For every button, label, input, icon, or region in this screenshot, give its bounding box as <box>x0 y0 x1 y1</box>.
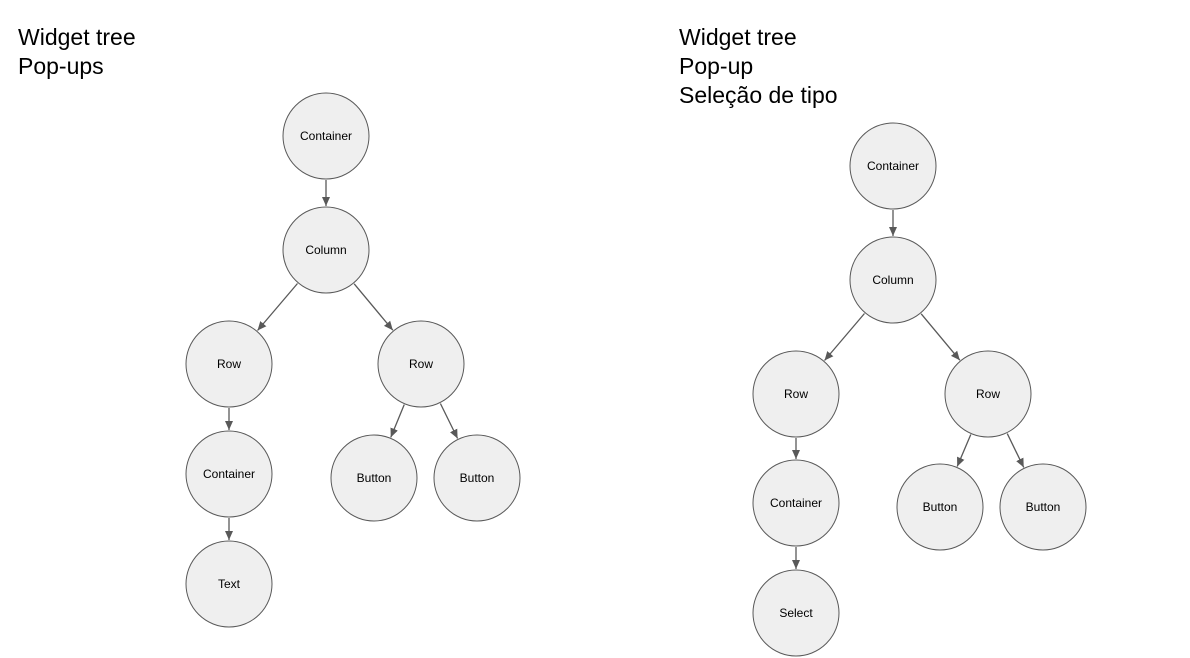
title-line: Widget tree <box>679 24 797 50</box>
node-row-right: Row <box>377 320 465 408</box>
edge-arrow <box>824 313 865 361</box>
title-line: Seleção de tipo <box>679 82 838 108</box>
node-label: Text <box>218 577 241 591</box>
node-button-left: Button <box>896 463 984 551</box>
node-button-right: Button <box>999 463 1087 551</box>
node-label: Button <box>1026 500 1061 514</box>
node-column: Column <box>849 236 937 324</box>
node-circle <box>185 430 273 518</box>
edge-arrow <box>1006 433 1025 468</box>
edge-column-to-row-right <box>353 283 394 331</box>
node-button-left: Button <box>330 434 418 522</box>
node-row-left: Row <box>752 350 840 438</box>
edge-column-to-row-left <box>824 313 865 361</box>
edge-row-right-to-button-right <box>439 403 459 439</box>
node-circle <box>330 434 418 522</box>
edge-arrow <box>353 283 394 331</box>
node-leaf: Select <box>752 569 840 657</box>
node-label: Container <box>203 467 255 481</box>
diagram-title-popup-type-selection: Widget tree Pop-up Seleção de tipo <box>679 23 838 110</box>
edge-row-right-to-button-right <box>1006 433 1025 468</box>
node-container: Container <box>282 92 370 180</box>
node-label: Row <box>784 387 808 401</box>
node-label: Button <box>357 471 392 485</box>
node-label: Container <box>770 496 822 510</box>
node-circle <box>282 92 370 180</box>
node-label: Button <box>923 500 958 514</box>
edge-column-to-row-left <box>257 283 298 331</box>
node-inner-container: Container <box>752 459 840 547</box>
node-circle <box>944 350 1032 438</box>
node-circle <box>896 463 984 551</box>
node-label: Container <box>867 159 919 173</box>
node-row-right: Row <box>944 350 1032 438</box>
node-label: Row <box>409 357 433 371</box>
node-circle <box>185 540 273 628</box>
node-circle <box>752 350 840 438</box>
node-label: Column <box>872 273 913 287</box>
node-circle <box>999 463 1087 551</box>
node-circle <box>433 434 521 522</box>
node-label: Container <box>300 129 352 143</box>
edge-arrow <box>439 403 459 439</box>
edge-arrow <box>956 434 972 467</box>
title-line: Widget tree <box>18 24 136 50</box>
edge-row-right-to-button-left <box>390 404 405 438</box>
node-circle <box>282 206 370 294</box>
node-label: Row <box>217 357 241 371</box>
node-row-left: Row <box>185 320 273 408</box>
node-label: Select <box>779 606 813 620</box>
edge-arrow <box>390 404 405 438</box>
node-circle <box>849 236 937 324</box>
node-circle <box>185 320 273 408</box>
node-label: Button <box>460 471 495 485</box>
node-circle <box>752 459 840 547</box>
edge-column-to-row-right <box>920 313 961 361</box>
node-circle <box>752 569 840 657</box>
edge-arrow <box>920 313 961 361</box>
node-label: Row <box>976 387 1000 401</box>
node-inner-container: Container <box>185 430 273 518</box>
title-line: Pop-ups <box>18 53 104 79</box>
node-column: Column <box>282 206 370 294</box>
node-circle <box>849 122 937 210</box>
edge-arrow <box>257 283 298 331</box>
node-label: Column <box>305 243 346 257</box>
title-line: Pop-up <box>679 53 754 79</box>
node-circle <box>377 320 465 408</box>
diagram-title-popups: Widget tree Pop-ups <box>18 23 136 81</box>
node-button-right: Button <box>433 434 521 522</box>
node-leaf: Text <box>185 540 273 628</box>
node-container: Container <box>849 122 937 210</box>
edge-row-right-to-button-left <box>956 434 972 467</box>
